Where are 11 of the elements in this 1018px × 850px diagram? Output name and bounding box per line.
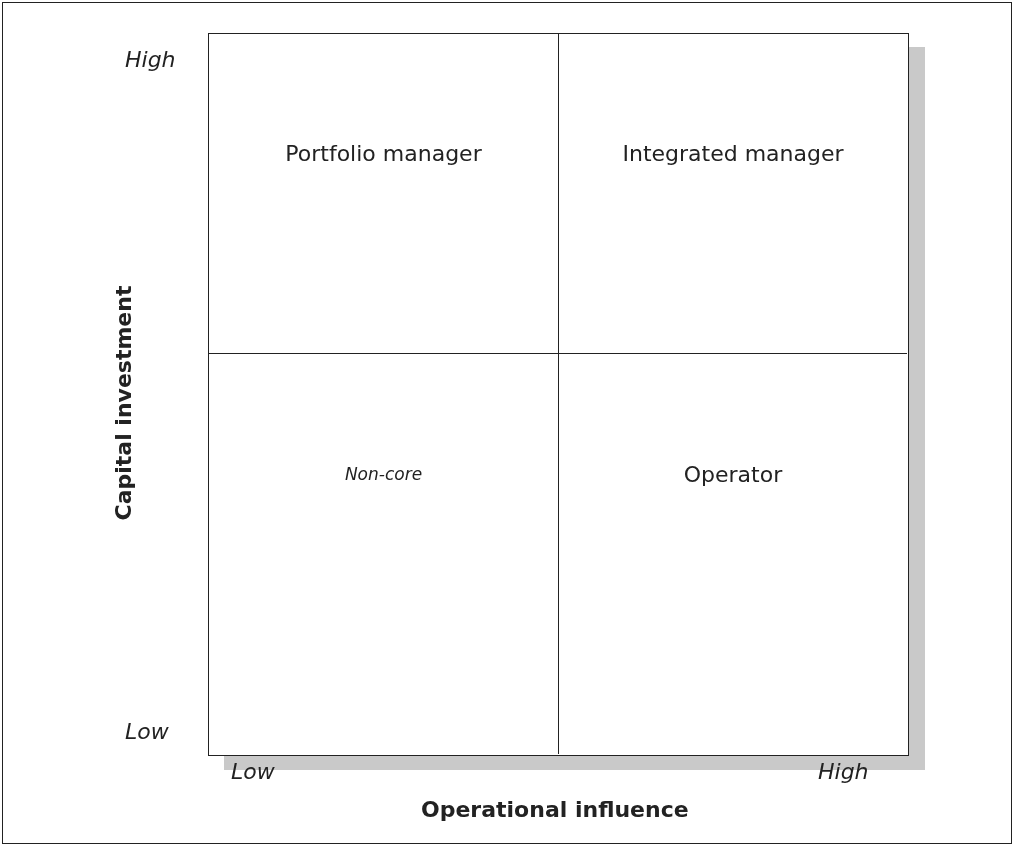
axis-tick-label: High: [818, 759, 869, 784]
axis-tick-label: Low: [125, 719, 169, 744]
axis-title: Operational influence: [421, 797, 689, 822]
quadrant-label: Integrated manager: [622, 141, 844, 166]
axis-tick-label: High: [125, 47, 176, 72]
quadrant-label: Operator: [683, 461, 783, 487]
quadrant-label: Portfolio manager: [285, 141, 482, 166]
axis-tick-label: Low: [231, 759, 275, 784]
axis-title: Capital investment: [110, 285, 136, 521]
quadrant-label: Non-core: [344, 464, 423, 484]
quadrant-cell: [209, 34, 559, 354]
